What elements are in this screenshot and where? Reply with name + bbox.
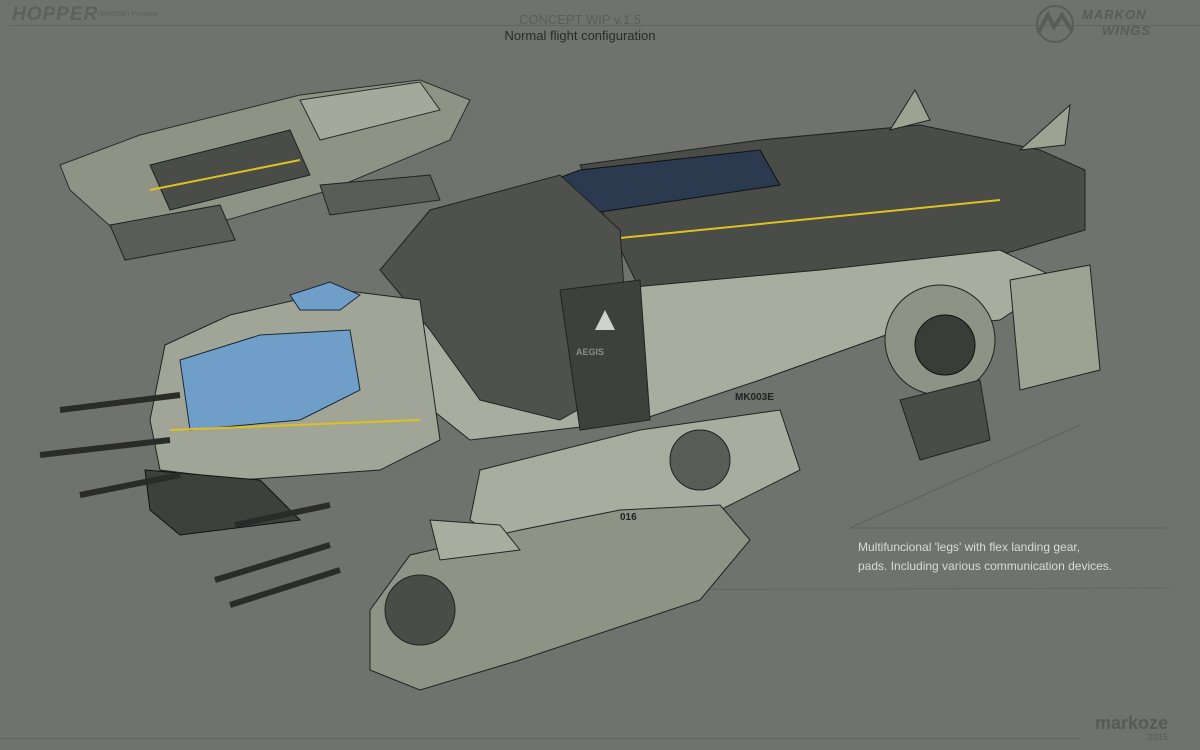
- annotation-line-2: pads. Including various communication de…: [858, 559, 1113, 573]
- tail-fin: [888, 88, 931, 131]
- top-view-ship: [59, 79, 471, 261]
- page-title: HOPPER: [12, 4, 99, 25]
- hull-code-decal: MK003E: [735, 392, 774, 403]
- logo-emblem-icon: [1036, 5, 1074, 43]
- emblem-decal: AEGIS: [576, 347, 604, 357]
- legs-annotation: Multifuncional 'legs' with flex landing …: [858, 538, 1112, 576]
- artist-signature: markoze: [1095, 713, 1169, 733]
- main-ship: MK003E 016 AEGIS: [39, 88, 1101, 691]
- annotation-line-1: Multifuncional 'legs' with flex landing …: [858, 540, 1081, 554]
- tail-fin: [1018, 103, 1071, 151]
- signature-year: '2015: [1146, 732, 1168, 742]
- footer-divider: [0, 738, 1080, 739]
- header-divider: [10, 25, 1200, 26]
- top-turret-glass: [289, 281, 361, 311]
- emblem-icon: [595, 310, 615, 330]
- logo-line1: MARKON: [1082, 7, 1147, 22]
- page-subtitle: (MK003E) Pinnacle: [98, 11, 159, 18]
- annotation-leader-line: [849, 424, 1081, 529]
- logo-line2: WINGS: [1102, 23, 1152, 38]
- leg-code-decal: 016: [620, 512, 637, 523]
- version-label: CONCEPT WIP v.1.5: [518, 12, 642, 27]
- cannon-barrels: [39, 392, 341, 608]
- brand-logo: MARKON WINGS: [1030, 3, 1170, 45]
- configuration-label: Normal flight configuration: [504, 28, 656, 43]
